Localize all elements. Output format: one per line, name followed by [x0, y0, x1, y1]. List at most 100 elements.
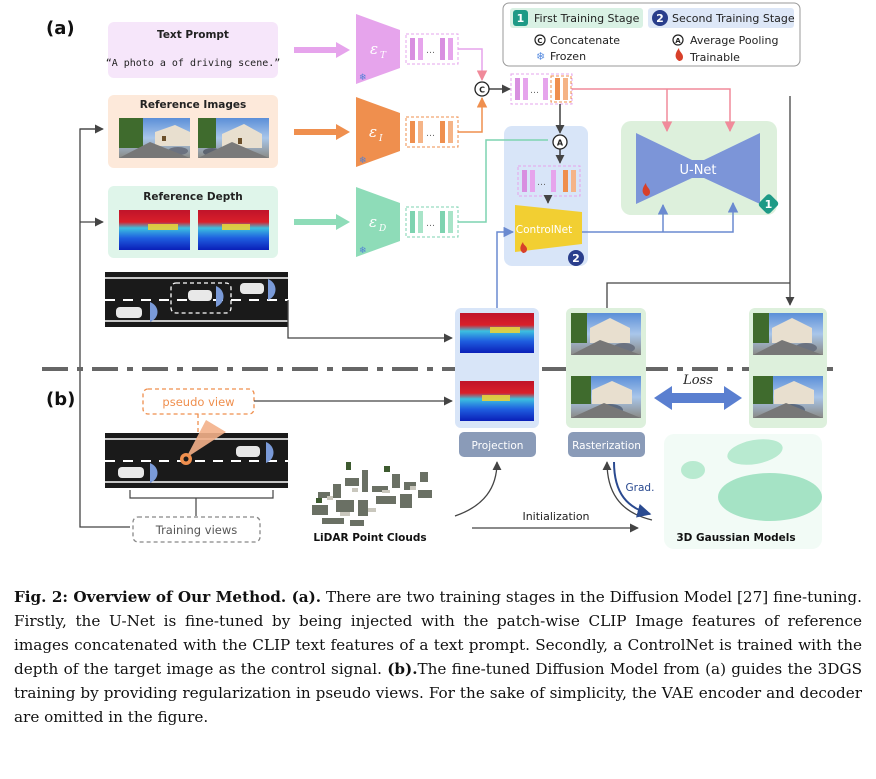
svg-text:ε: ε [370, 40, 378, 58]
unet-block [636, 133, 692, 204]
caption-part-a: There are two training stages in the Dif… [14, 588, 862, 678]
svg-text:Reference Images: Reference Images [140, 99, 247, 111]
rendered-image-a [571, 313, 641, 355]
stage1-badge [513, 10, 528, 26]
reference-depth-box: Reference Depth [108, 186, 278, 258]
svg-text:…: … [530, 86, 539, 96]
legend-first-stage: First Training Stage [534, 12, 640, 25]
svg-text:ε: ε [369, 213, 377, 231]
loss-arrow: Loss [654, 373, 742, 410]
initialization-label: Initialization [522, 510, 589, 523]
legend-average-pooling: Average Pooling [690, 34, 778, 47]
flame-icon [675, 48, 683, 61]
output-column [749, 308, 827, 428]
svg-text:T: T [380, 51, 387, 61]
lidar-label: LiDAR Point Clouds [313, 532, 426, 544]
svg-text:Text Prompt: Text Prompt [157, 29, 229, 41]
rasterization-button [568, 432, 645, 457]
text-encoder: ε T ❄ [356, 14, 400, 84]
svg-text:A: A [675, 37, 681, 45]
image-features: … [405, 116, 459, 148]
depth-encoder-frozen-icon: ❄ [359, 246, 367, 256]
lidar-point-cloud [312, 462, 432, 526]
text-encoder-frozen-icon: ❄ [359, 73, 367, 83]
svg-text:1: 1 [517, 12, 525, 25]
concat-node: C [474, 81, 490, 97]
caption-b-label: (b). [387, 660, 418, 678]
arrow-projection-to-controlnet [496, 226, 515, 310]
svg-text:…: … [426, 219, 435, 229]
controlnet-block [515, 205, 582, 252]
arrow-depth-to-controlnet [458, 139, 548, 223]
road-scene-b [105, 420, 288, 516]
controlnet-stage-badge [568, 250, 584, 266]
caption-fig-label: Fig. 2: Overview of Our Method. (a). [14, 588, 322, 606]
unet-label: U-Net [679, 163, 716, 178]
image-encoder: ε I ❄ [356, 97, 400, 167]
unet-trainable-icon [642, 183, 650, 196]
svg-text:C: C [479, 86, 485, 95]
concatenated-features: … [510, 73, 573, 105]
svg-text:3D Gaussian Models: 3D Gaussian Models [676, 532, 795, 544]
svg-text:1: 1 [765, 198, 773, 211]
svg-text:…: … [426, 129, 435, 139]
depth-features: … [405, 206, 459, 238]
svg-text:I: I [378, 134, 383, 144]
depth-encoder: ε D ❄ [356, 187, 400, 257]
svg-text:A: A [557, 139, 564, 148]
svg-text:ε: ε [369, 123, 377, 141]
controlnet-group: A … U-Net ControlNet 2 [504, 104, 588, 266]
arrow-features-to-unet [572, 88, 736, 133]
gaussian-models: 3D Gaussian Models [664, 434, 822, 549]
svg-text:C: C [537, 37, 542, 45]
svg-text:…: … [537, 178, 546, 188]
svg-text:2: 2 [572, 252, 580, 265]
svg-text:Reference Depth: Reference Depth [143, 191, 243, 203]
text-prompt-text: “A photo a of driving scene.” [106, 58, 281, 69]
snowflake-icon: ❄ [536, 50, 545, 63]
reference-images-box: Reference Images [108, 95, 278, 168]
unet-group: U-Net 1 [621, 121, 779, 215]
text-features: … [405, 33, 459, 65]
gradient-label: Grad. [626, 482, 655, 494]
rasterization-column: Rasterization [566, 308, 646, 457]
pseudo-view-label: pseudo view [142, 388, 255, 415]
svg-text:D: D [378, 224, 386, 234]
figure-caption: Fig. 2: Overview of Our Method. (a). The… [14, 585, 862, 729]
road-scene-a [105, 272, 288, 327]
text-prompt-box: Text Prompt “A photo a of driving scene.… [106, 22, 281, 78]
reference-image-1 [119, 118, 190, 158]
svg-text:pseudo view: pseudo view [162, 395, 234, 409]
svg-text:Rasterization: Rasterization [572, 440, 641, 452]
legend-trainable: Trainable [689, 51, 740, 64]
svg-text:…: … [426, 46, 435, 56]
part-a-label: (a) [46, 18, 75, 39]
reference-image-2 [198, 118, 269, 158]
projection-column: Projection [455, 308, 539, 457]
gradient-arrow [613, 461, 652, 518]
concatenate-icon [534, 34, 546, 46]
arrow-road-to-projection [287, 300, 453, 343]
svg-text:Training views: Training views [155, 523, 238, 537]
legend-concatenate: Concatenate [550, 34, 620, 47]
caption-part-b: The fine-tuned Diffusion Model from (a) … [14, 660, 862, 726]
controlnet-trainable-icon [520, 242, 527, 253]
loss-label: Loss [682, 373, 713, 388]
average-pooling-icon [672, 34, 684, 46]
target-view-frame [170, 282, 232, 314]
legend: 1 First Training Stage 2 Second Training… [502, 2, 801, 67]
rendered-image-b [571, 376, 641, 418]
pseudo-camera-frustum [186, 420, 226, 458]
unet-stage-badge [758, 194, 779, 214]
legend-second-stage: Second Training Stage [672, 12, 795, 25]
output-image-a [753, 313, 823, 355]
arrow-text-to-concat [458, 48, 488, 82]
training-views-label: Training views [132, 516, 261, 543]
legend-frozen: Frozen [550, 50, 586, 63]
arrow-image-to-concat [458, 96, 488, 133]
stage2-badge [652, 10, 668, 26]
arrow-rasterization-to-unet [606, 282, 790, 310]
projection-button [459, 432, 536, 457]
part-b-label: (b) [46, 389, 75, 410]
svg-text:2: 2 [656, 12, 664, 25]
